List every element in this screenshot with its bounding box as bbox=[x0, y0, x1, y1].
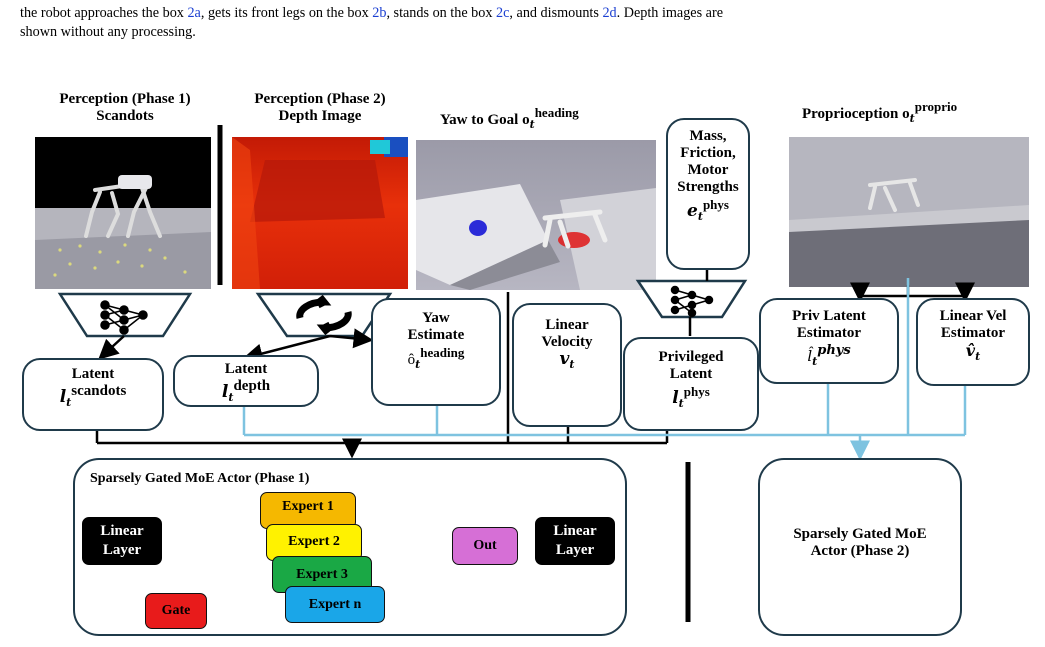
caption-text: the robot approaches the box bbox=[20, 5, 188, 21]
caption-text: , and dismounts bbox=[509, 5, 603, 21]
proprioception-title: Proprioception otproprio bbox=[802, 99, 958, 125]
gate-block: Gate bbox=[145, 593, 207, 629]
linear-layer-input: Linear Layer bbox=[82, 517, 162, 565]
yaw-goal-image bbox=[416, 140, 656, 290]
scandots-encoder-icon bbox=[57, 292, 193, 338]
scandots-image bbox=[35, 137, 211, 289]
yaw-to-goal-title: Yaw to Goal otheading bbox=[440, 105, 579, 131]
caption-ref-2a[interactable]: 2a bbox=[187, 5, 201, 21]
caption-text: , stands on the box bbox=[386, 5, 497, 21]
caption-text: . Depth images are bbox=[616, 5, 723, 21]
phys-encoder-icon bbox=[635, 279, 748, 319]
depth-image bbox=[232, 137, 408, 289]
caption-text: shown without any processing. bbox=[20, 24, 196, 40]
caption-ref-2c[interactable]: 2c bbox=[496, 5, 510, 21]
caption-text: , gets its front legs on the box bbox=[200, 5, 373, 21]
depth-encoder-icon bbox=[255, 292, 393, 338]
expert-1-block: Expert 1 bbox=[260, 492, 356, 529]
out-block: Out bbox=[452, 527, 518, 565]
expert-2-block: Expert 2 bbox=[266, 524, 362, 561]
caption-ref-2d[interactable]: 2d bbox=[602, 5, 617, 21]
perception-phase1-title: Perception (Phase 1)Scandots bbox=[59, 91, 191, 124]
caption-ref-2b[interactable]: 2b bbox=[372, 5, 387, 21]
proprio-image bbox=[789, 137, 1029, 287]
linear-layer-output: Linear Layer bbox=[535, 517, 615, 565]
expert-n-block: Expert n bbox=[285, 586, 385, 623]
figure-caption: the robot approaches the box 2a, gets it… bbox=[20, 4, 1025, 42]
perception-phase2-title: Perception (Phase 2)Depth Image bbox=[254, 91, 386, 124]
moe-phase1-title: Sparsely Gated MoE Actor (Phase 1) bbox=[90, 471, 310, 486]
